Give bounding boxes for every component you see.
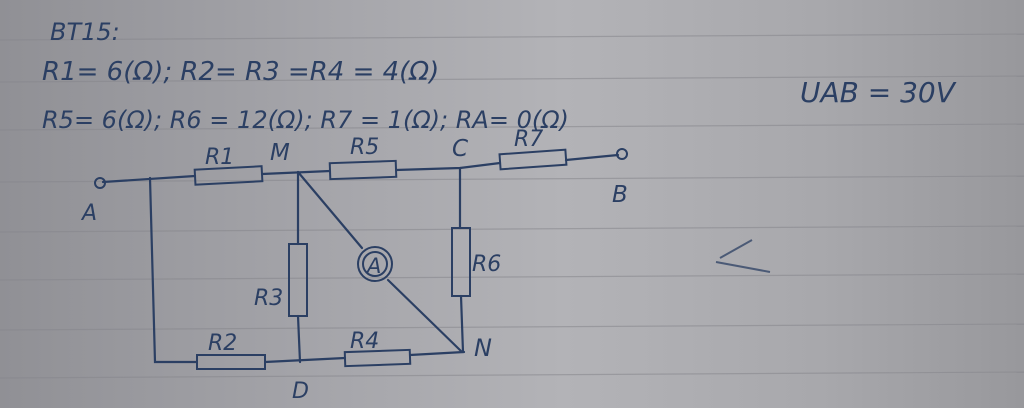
ammeter-label: A: [365, 254, 381, 278]
wire-r4-n: [408, 350, 466, 357]
wire-r7-b: [564, 153, 620, 162]
label-b: B: [612, 182, 628, 208]
terminal-b: [616, 148, 628, 160]
label-c: C: [452, 136, 468, 162]
wire-m-ammeter: [296, 170, 364, 250]
wire-a-d: [148, 176, 199, 364]
ruled-lines: [0, 33, 1024, 379]
label-r3: R3: [254, 286, 283, 311]
resistor-r4: [343, 348, 412, 368]
resistor-r7: [498, 148, 568, 171]
terminal-a: [94, 177, 106, 189]
label-r7: R7: [514, 127, 543, 152]
ammeter-circle: [357, 246, 393, 282]
circuit-diagram: A: [94, 148, 628, 370]
wire-r5-c: [394, 161, 502, 172]
wire-r2-d-r4: [263, 356, 347, 364]
resistor-r3: [288, 243, 308, 317]
resistor-r5: [328, 159, 398, 181]
ammeter-inner-circle: [362, 251, 388, 277]
label-r4: R4: [350, 329, 379, 354]
label-r5: R5: [350, 135, 379, 160]
label-r2: R2: [208, 331, 237, 356]
wire-r6-n: [459, 294, 465, 354]
given-line-2: R5= 6(Ω); R6 = 12(Ω); R7 = 1(Ω); RA= 0(Ω…: [42, 106, 569, 134]
voltage-uab: UAB = 30V: [800, 76, 957, 109]
given-line-1: R1= 6(Ω); R2= R3 =R4 = 4(Ω): [42, 57, 439, 87]
label-a: A: [80, 201, 97, 226]
label-m: M: [270, 140, 290, 166]
wire-ammeter-n: [386, 278, 464, 354]
wire-r1-m-r5: [260, 169, 332, 176]
problem-title: BT15:: [50, 18, 120, 46]
resistor-r2: [196, 354, 266, 370]
stray-pen-mark: [715, 239, 771, 273]
label-d: D: [292, 379, 309, 404]
resistor-r6: [451, 227, 471, 297]
wire-r3-d: [296, 314, 302, 364]
label-r1: R1: [205, 145, 234, 170]
label-r6: R6: [472, 252, 501, 277]
resistor-r1: [193, 165, 264, 186]
label-n: N: [474, 334, 492, 362]
